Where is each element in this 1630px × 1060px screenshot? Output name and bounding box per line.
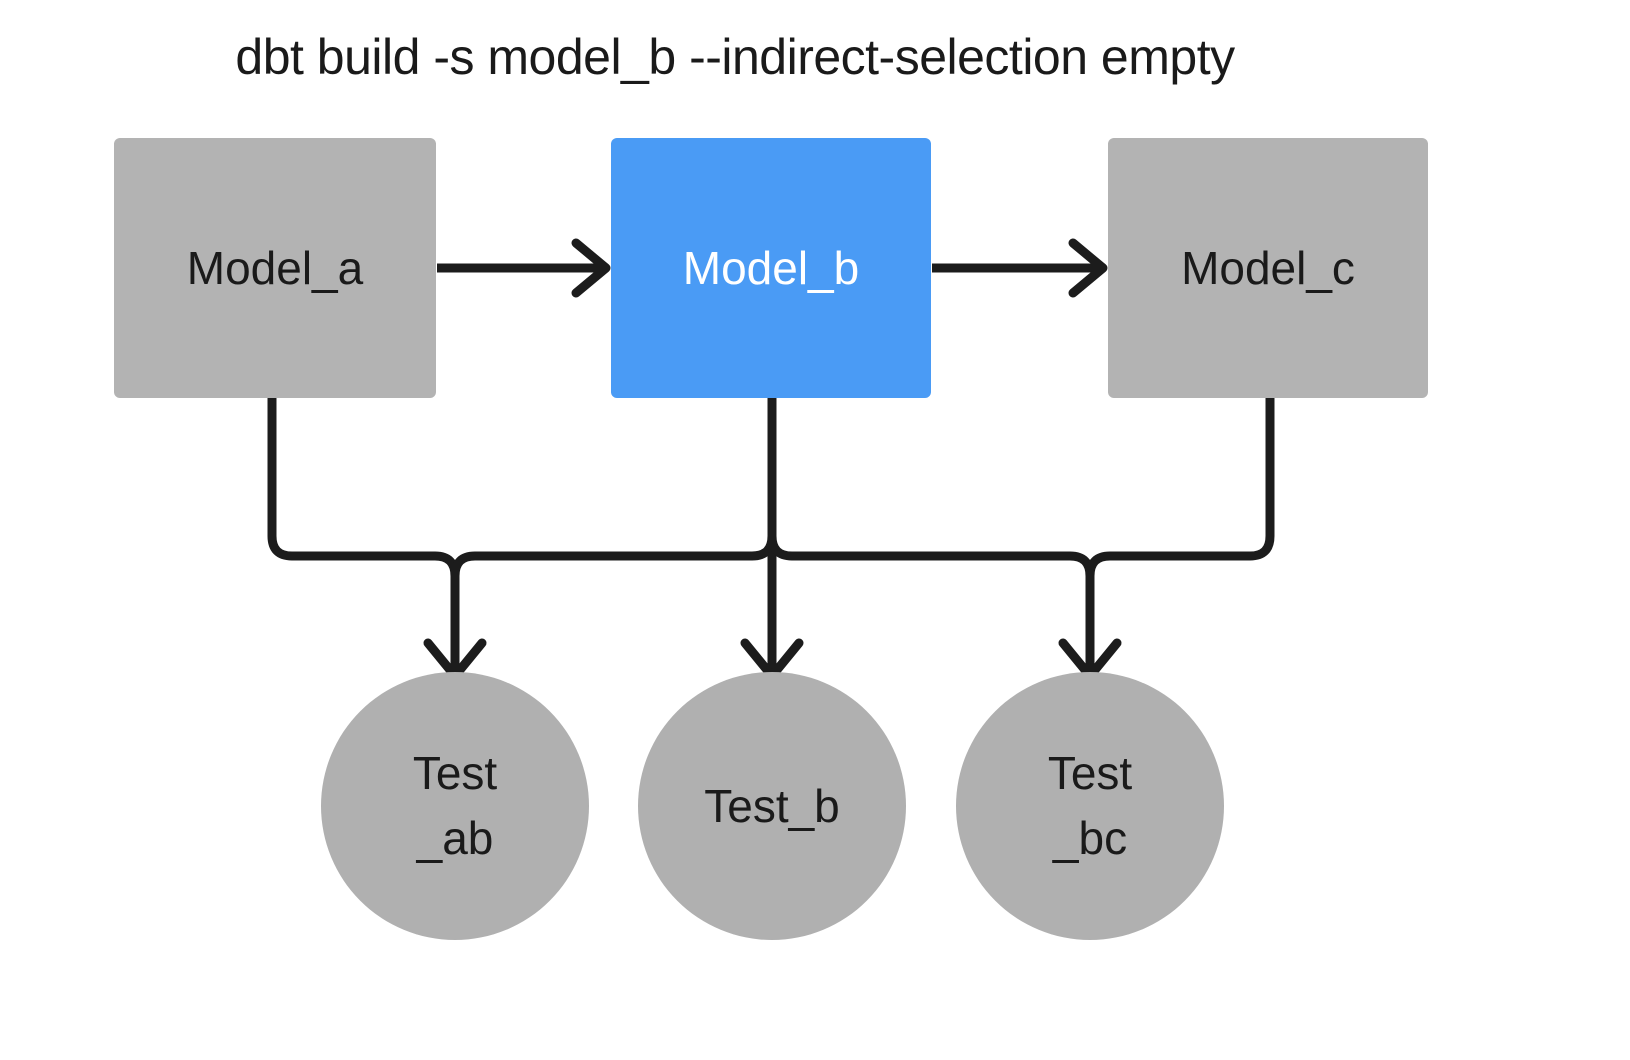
node-model-c[interactable]: Model_c (1108, 138, 1428, 398)
node-model-a[interactable]: Model_a (114, 138, 436, 398)
node-model-b-label: Model_b (682, 242, 860, 294)
edge-model-a-to-model-b (437, 238, 611, 298)
node-test-b[interactable]: Test_b (638, 672, 906, 940)
edge-model-b-to-test-ab (450, 398, 777, 676)
node-test-ab[interactable]: Test _ab (321, 672, 589, 940)
diagram-title: dbt build -s model_b --indirect-selectio… (235, 29, 1235, 85)
edge-model-b-to-test-bc (767, 398, 1095, 676)
node-test-ab-label-line-1: Test (412, 747, 498, 800)
node-test-bc[interactable]: Test _bc (956, 672, 1224, 940)
node-model-a-label: Model_a (186, 242, 364, 294)
node-test-ab-label-line-2: _ab (416, 812, 494, 864)
node-model-c-label: Model_c (1181, 242, 1355, 294)
node-model-b[interactable]: Model_b (611, 138, 931, 398)
node-test-bc-label-line-1: Test (1047, 747, 1133, 800)
node-test-bc-label-line-2: _bc (1052, 812, 1128, 864)
edge-model-c-to-test-bc (1085, 398, 1275, 676)
edge-model-b-to-model-c (932, 238, 1108, 298)
node-test-b-label-line-1: Test_b (704, 779, 840, 832)
edge-model-a-to-test-ab (267, 398, 460, 676)
